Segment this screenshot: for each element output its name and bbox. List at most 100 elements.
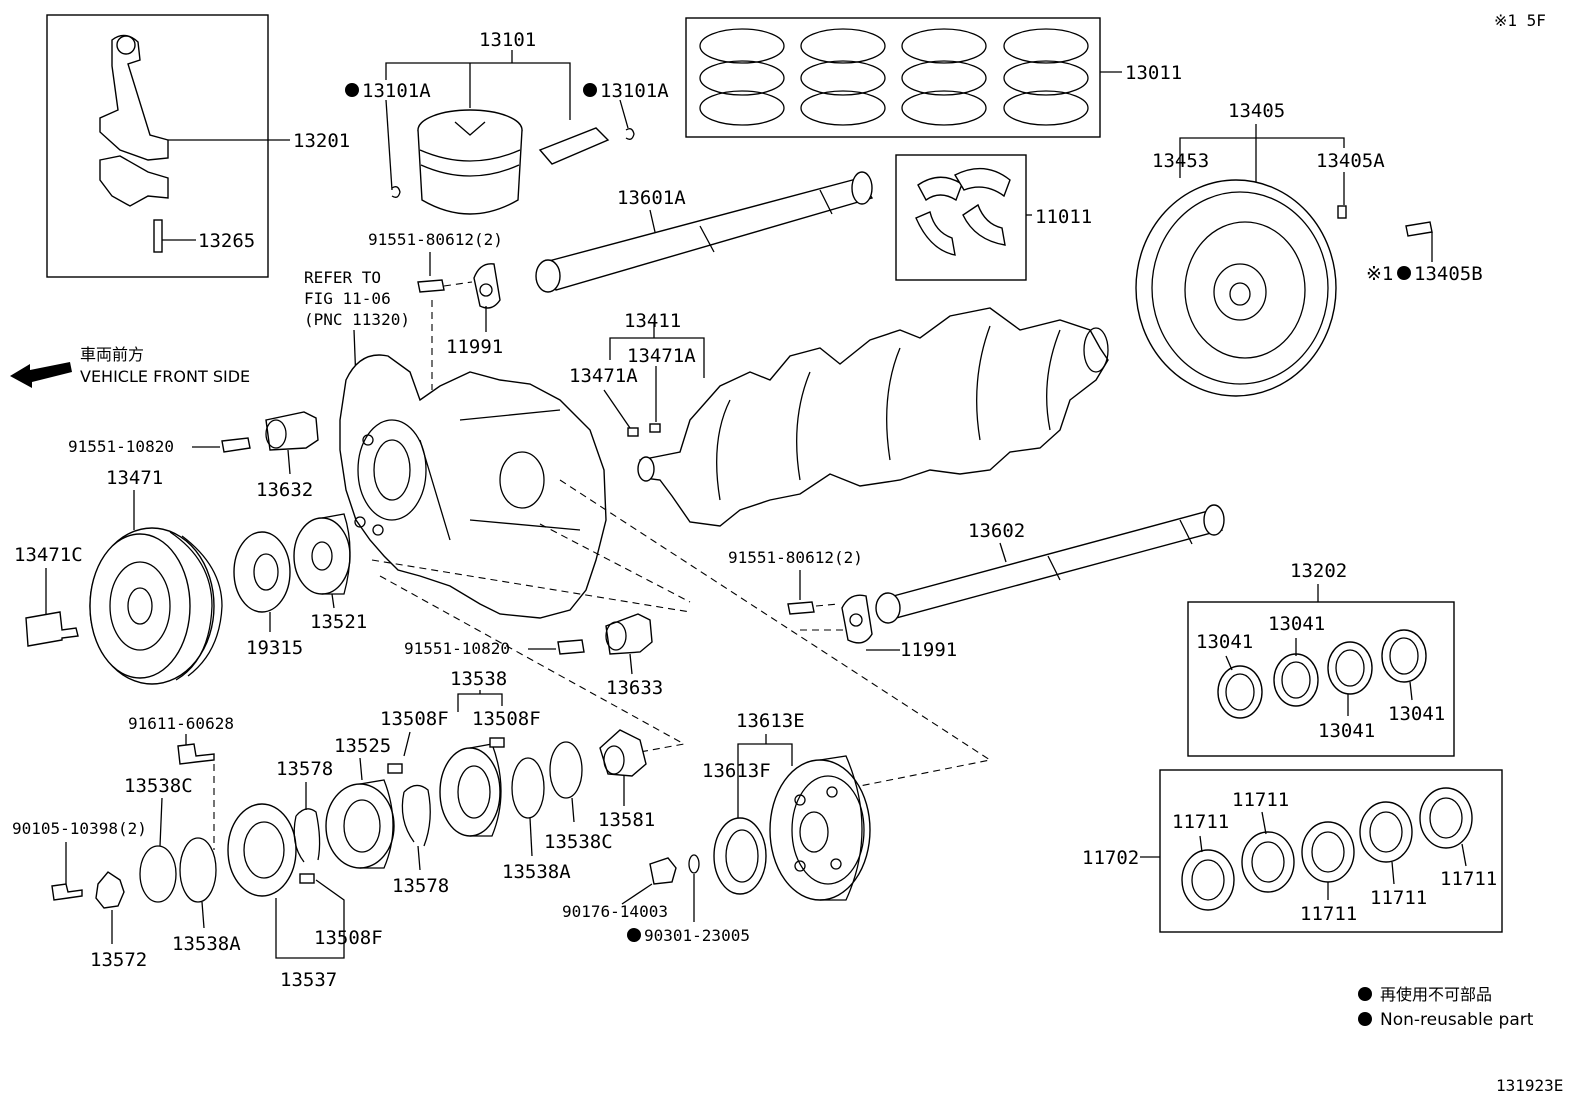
label-13578-lower: 13578: [392, 875, 449, 897]
plate-13572-drawing: [95, 871, 125, 909]
label-13602: 13602: [968, 520, 1025, 542]
gear-13613E-drawing: [769, 755, 871, 901]
label-13265: 13265: [198, 230, 255, 252]
thrust-washer-left-drawing: [915, 176, 963, 256]
label-13538A-right: 13538A: [502, 861, 571, 883]
idler-13581-drawing: [599, 729, 647, 777]
flywheel-drawing: [1135, 179, 1337, 397]
crank-sprocket-group: 19315 13521: [233, 513, 367, 659]
timing-gear-group: 13613E 13613F 90176-14003 90301-23005: [562, 710, 871, 945]
pin-13508F-upper-right-drawing: [489, 737, 505, 748]
label-13041-b: 13041: [1268, 613, 1325, 635]
gear-13538-drawing: [439, 743, 502, 837]
snap-ring-13538C-right-drawing: [549, 741, 583, 799]
balance-drive-gear-upper-group: 91551-10820 13632: [68, 411, 319, 501]
thrust-washer-right-drawing: [954, 167, 1011, 246]
seal-13613F-drawing: [713, 817, 767, 895]
label-91551-80612-lower: 91551-80612(2): [728, 548, 863, 567]
label-13538: 13538: [450, 668, 507, 690]
timing-housing-drawing: [339, 354, 607, 619]
label-13471A-upper: 13471A: [627, 345, 696, 367]
label-19315: 19315: [246, 637, 303, 659]
balance-shaft-13602-drawing: [884, 509, 1224, 619]
balance-shaft-13602-group: 13602 91551-80612(2) 11991: [728, 504, 1225, 661]
seal-13538A-right-drawing: [511, 757, 545, 819]
label-13453: 13453: [1152, 150, 1209, 172]
gear-13525-drawing: [325, 779, 395, 869]
non-reusable-dot-13405B: [1397, 266, 1411, 280]
label-11711-b: 11711: [1232, 789, 1289, 811]
label-11702: 11702: [1082, 847, 1139, 869]
label-11991-lower: 11991: [900, 639, 957, 661]
direction-jp: 車両前方: [80, 345, 144, 364]
label-13537: 13537: [280, 969, 337, 991]
key-13471A-a-drawing: [627, 427, 639, 437]
key-13471A-b-drawing: [649, 423, 661, 433]
plate-11991-upper-drawing: [473, 263, 501, 309]
flywheel-bolt-drawing: [1405, 221, 1433, 237]
snap-ring-13578-upper-drawing: [293, 808, 321, 863]
label-11711-e: 11711: [1440, 868, 1497, 890]
snap-ring-left-drawing: [391, 186, 401, 198]
bolt-91551-10820-lower-drawing: [557, 639, 585, 655]
figure-code: 131923E: [1496, 1076, 1563, 1095]
label-13613E: 13613E: [736, 710, 805, 732]
label-13041-a: 13041: [1196, 631, 1253, 653]
dowel-pin-drawing: [1337, 205, 1347, 219]
plug-90176-14003-drawing: [649, 857, 677, 885]
gear-13633-drawing: [605, 613, 653, 655]
label-13601A: 13601A: [617, 187, 686, 209]
label-13405B-prefix: ※1: [1366, 263, 1393, 285]
bolt-91611-60628-drawing: [177, 743, 215, 765]
housing-dashed-lines: [371, 479, 992, 787]
connecting-rod-group: 13201 13265: [46, 14, 350, 278]
label-13405A: 13405A: [1316, 150, 1385, 172]
label-13525: 13525: [334, 735, 391, 757]
conrod-bearings-drawing: [1217, 629, 1427, 719]
piston-ring-group: 13011: [685, 17, 1182, 138]
label-13633: 13633: [606, 677, 663, 699]
label-13101A-left: 13101A: [362, 80, 431, 102]
legend-dot-en: [1358, 1012, 1372, 1026]
bolt-upper-drawing: [417, 279, 445, 293]
label-13632: 13632: [256, 479, 313, 501]
label-13201: 13201: [293, 130, 350, 152]
seal-13538A-left-drawing: [179, 837, 217, 903]
label-13101: 13101: [479, 29, 536, 51]
legend-dot-jp: [1358, 987, 1372, 1001]
label-91551-10820-lower: 91551-10820: [404, 639, 510, 658]
balance-shaft-13601A-group: 13601A: [535, 171, 874, 293]
label-13613F: 13613F: [702, 760, 771, 782]
piston-pin-drawing: [538, 127, 610, 165]
label-13411: 13411: [624, 310, 681, 332]
label-13578-upper: 13578: [276, 758, 333, 780]
label-13508F-upper-right: 13508F: [472, 708, 541, 730]
bolt-91551-10820-upper-drawing: [221, 437, 251, 453]
refer-note: REFER TO FIG 11-06 (PNC 11320): [304, 268, 410, 383]
label-13041-c: 13041: [1318, 720, 1375, 742]
label-13538C-right: 13538C: [544, 831, 613, 853]
piston-ring-sets-drawing: [699, 28, 1089, 126]
thrust-washer-group: 11011: [895, 154, 1092, 281]
label-13521: 13521: [310, 611, 367, 633]
label-11711-d: 11711: [1370, 887, 1427, 909]
label-13508F-upper-left: 13508F: [380, 708, 449, 730]
gear-13632-drawing: [265, 411, 319, 451]
label-90301-23005: 90301-23005: [644, 926, 750, 945]
crankshaft-drawing: [637, 307, 1109, 527]
label-13581: 13581: [598, 809, 655, 831]
main-bearing-group: 11702 11711 11711 11711 11711 11711: [1082, 769, 1503, 933]
label-90176-14003: 90176-14003: [562, 902, 668, 921]
label-13101A-right: 13101A: [600, 80, 669, 102]
label-13041-d: 13041: [1388, 703, 1445, 725]
label-11991-upper: 11991: [446, 336, 503, 358]
flywheel-group: 13405 13453 13405A ※1 13405B: [1135, 100, 1483, 397]
plate-13537-drawing: [227, 803, 297, 897]
snap-ring-13578-lower-drawing: [401, 784, 431, 847]
arrow-left-icon: [10, 362, 72, 388]
legend-en: Non-reusable part: [1380, 1010, 1534, 1030]
connecting-rod-box: [46, 14, 269, 278]
crankshaft-group: 13411 13471A 13471A: [569, 307, 1109, 527]
refer-line2: FIG 11-06: [304, 289, 391, 308]
